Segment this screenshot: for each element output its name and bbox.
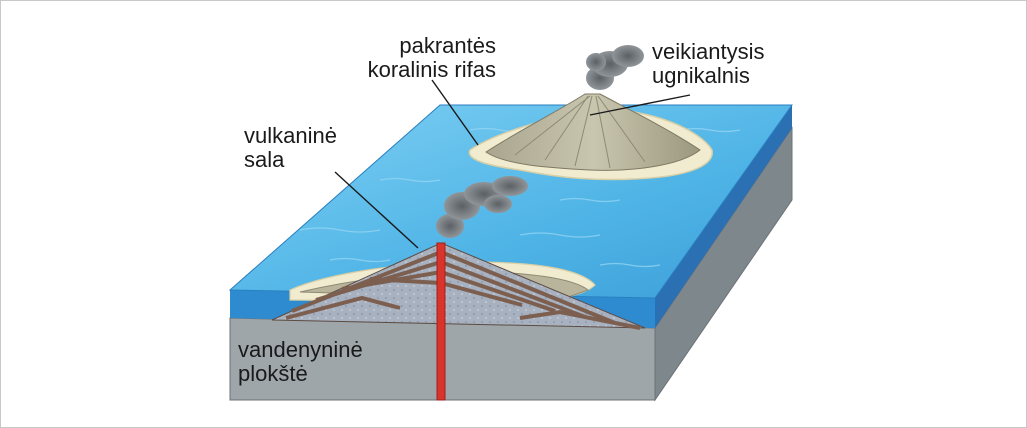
leader-active-volcano xyxy=(589,94,691,116)
leader-lines xyxy=(334,79,691,249)
front-smoke-plume xyxy=(436,176,528,238)
back-island xyxy=(468,45,713,181)
ocean-side-face xyxy=(655,105,792,328)
label-oceanic-plate-line2: plokštė xyxy=(238,361,308,386)
front-island xyxy=(271,176,646,401)
magma-conduit-icon xyxy=(436,242,446,401)
water-ripples xyxy=(299,127,741,268)
leader-reef xyxy=(431,79,479,146)
label-volcanic-island-line2: sala xyxy=(244,147,285,172)
volcano-cross-section xyxy=(271,242,646,329)
label-coral-reef-line1: pakrantės xyxy=(399,33,496,58)
smoke-plume-icon xyxy=(586,45,644,90)
label-oceanic-plate-line1: vandenyninė xyxy=(238,337,363,362)
label-active-volcano-line1: veikiantysis xyxy=(652,39,765,64)
label-active-volcano: veikiantysis ugnikalnis xyxy=(652,40,764,88)
label-oceanic-plate: vandenyninė plokštė xyxy=(238,338,363,386)
label-volcanic-island: vulkaninė sala xyxy=(244,124,337,172)
label-active-volcano-line2: ugnikalnis xyxy=(652,63,750,88)
label-coral-reef-line2: koralinis rifas xyxy=(367,57,496,82)
leader-volcanic-island xyxy=(334,171,419,249)
label-coral-reef: pakrantės koralinis rifas xyxy=(306,34,496,82)
label-volcanic-island-line1: vulkaninė xyxy=(244,123,337,148)
volcano-icon xyxy=(485,93,701,171)
volcano-ridges xyxy=(514,95,646,169)
